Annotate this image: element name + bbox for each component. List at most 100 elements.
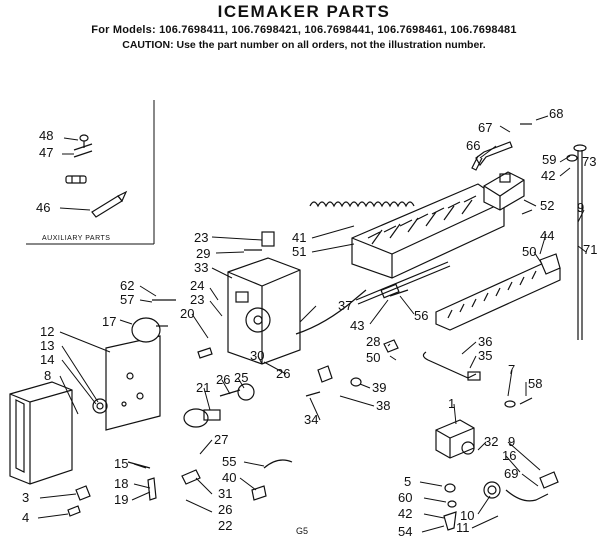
leader-lines <box>37 115 587 533</box>
part-39 <box>350 377 362 387</box>
heater-wire <box>295 289 367 335</box>
part-46-drawing <box>91 190 128 218</box>
callout-21: 21 <box>196 380 210 395</box>
callout-34: 34 <box>304 412 318 427</box>
callout-26b: 26 <box>276 366 290 381</box>
page-title: ICEMAKER PARTS <box>217 2 391 21</box>
callout-8: 8 <box>44 368 51 383</box>
callout-26a: 26 <box>216 372 230 387</box>
callout-5: 5 <box>404 474 411 489</box>
wire-connector <box>467 371 481 381</box>
ejector-spring <box>309 201 415 208</box>
callout-1: 1 <box>448 396 455 411</box>
callout-37: 37 <box>338 298 352 313</box>
inlet-hose <box>505 489 549 502</box>
auxiliary-parts-box: AUXILIARY PARTS <box>26 100 155 245</box>
callout-41: 41 <box>292 230 306 245</box>
callout-13: 13 <box>40 338 54 353</box>
caution-line: CAUTION: Use the part number on all orde… <box>122 39 486 51</box>
callout-59: 59 <box>542 152 556 167</box>
callout-12: 12 <box>40 324 54 339</box>
callout-20: 20 <box>180 306 194 321</box>
callout-39: 39 <box>372 380 386 395</box>
callout-71: 71 <box>583 242 597 257</box>
screw-58 <box>519 397 533 405</box>
callout-40: 40 <box>222 470 236 485</box>
callout-29: 29 <box>196 246 210 261</box>
front-cover-drawing <box>9 381 73 485</box>
models-line: For Models: 106.7698411, 106.7698421, 10… <box>91 24 517 36</box>
callout-60: 60 <box>398 490 412 505</box>
callout-17: 17 <box>102 314 116 329</box>
callout-58: 58 <box>528 376 542 391</box>
rod-drawing <box>355 261 451 305</box>
wire-55 <box>263 459 293 469</box>
callout-36: 36 <box>478 334 492 349</box>
callout-23a: 23 <box>194 230 208 245</box>
callout-22: 22 <box>218 518 232 533</box>
screw-34 <box>305 391 321 397</box>
part-7 <box>504 400 516 408</box>
hose-clamp <box>539 471 559 489</box>
callout-35: 35 <box>478 348 492 363</box>
callout-62: 62 <box>120 278 134 293</box>
callout-19: 19 <box>114 492 128 507</box>
callout-10: 10 <box>460 508 474 523</box>
part-40 <box>251 485 267 501</box>
part-30 <box>317 365 333 383</box>
callout-52: 52 <box>540 198 554 213</box>
callout-50b: 50 <box>366 350 380 365</box>
screw-56 <box>389 289 409 297</box>
callout-9a: 9 <box>577 200 584 215</box>
housing-drawing <box>227 257 301 365</box>
part-48-drawing <box>73 134 93 158</box>
hardware-drawings <box>67 123 533 517</box>
clip-4 <box>67 505 81 517</box>
fill-cup-drawing <box>483 171 525 211</box>
callout-42b: 42 <box>398 506 412 521</box>
callout-27: 27 <box>214 432 228 447</box>
callout-43: 43 <box>350 318 364 333</box>
callout-55: 55 <box>222 454 236 469</box>
gear-drawing <box>92 398 108 414</box>
callout-57: 57 <box>120 292 134 307</box>
callout-26c: 26 <box>218 502 232 517</box>
callout-44: 44 <box>540 228 554 243</box>
callout-28: 28 <box>366 334 380 349</box>
callout-25: 25 <box>234 370 248 385</box>
fittings-drawing <box>443 483 457 531</box>
spring-15 <box>127 461 151 469</box>
switch-23 <box>261 231 275 247</box>
callout-50a: 50 <box>522 244 536 259</box>
fill-tube-drawing <box>566 144 587 340</box>
bracket-20 <box>197 347 213 359</box>
callout-18: 18 <box>114 476 128 491</box>
callout-33: 33 <box>194 260 208 275</box>
motor-drawing <box>131 317 168 343</box>
callout-68: 68 <box>549 106 563 121</box>
callout-69: 69 <box>504 466 518 481</box>
callout-16: 16 <box>502 448 516 463</box>
callout-54: 54 <box>398 524 412 539</box>
callout-24: 24 <box>190 278 204 293</box>
aux-caption: AUXILIARY PARTS <box>42 235 110 242</box>
aux-label-46: 46 <box>36 200 50 215</box>
shutoff-arm-drawing <box>471 141 513 171</box>
callout-32: 32 <box>484 434 498 449</box>
ice-mold-drawing <box>309 183 505 279</box>
callout-23b: 23 <box>190 292 204 307</box>
callout-51: 51 <box>292 244 306 259</box>
page-code: G5 <box>296 526 308 536</box>
part-47-drawing <box>65 175 87 184</box>
callout-9b: 9 <box>508 434 515 449</box>
callout-31: 31 <box>218 486 232 501</box>
callout-42a: 42 <box>541 168 555 183</box>
part-28 <box>383 339 399 353</box>
callout-3: 3 <box>22 490 29 505</box>
clip-3 <box>75 485 91 501</box>
callout-73: 73 <box>582 154 596 169</box>
water-valve-drawing <box>435 419 501 499</box>
callout-7: 7 <box>508 362 515 377</box>
callout-66: 66 <box>466 138 480 153</box>
